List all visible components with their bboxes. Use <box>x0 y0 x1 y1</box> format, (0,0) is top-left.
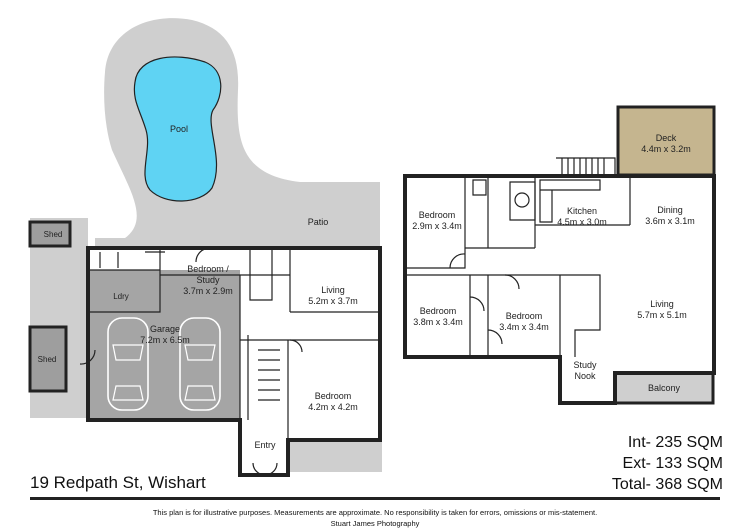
label-garage: Garage <box>150 324 180 334</box>
label-kitchen-dim: 4.5m x 3.0m <box>557 217 607 227</box>
garden-strip <box>290 438 382 472</box>
car-2 <box>179 317 221 411</box>
label-bedroom-a-dim: 2.9m x 3.4m <box>412 221 462 231</box>
label-bedroom-ground-dim: 4.2m x 4.2m <box>308 402 358 412</box>
balcony <box>613 371 715 405</box>
label-living-ground: Living <box>321 285 345 295</box>
label-living-ground-dim: 5.2m x 3.7m <box>308 296 358 306</box>
label-bedroom-c-dim: 3.4m x 3.4m <box>499 322 549 332</box>
label-entry: Entry <box>254 440 276 450</box>
label-living-upper-dim: 5.7m x 5.1m <box>637 310 687 320</box>
disclaimer: This plan is for illustrative purposes. … <box>152 508 598 517</box>
label-patio: Patio <box>308 217 329 227</box>
label-pool: Pool <box>170 124 188 134</box>
room-labels: Pool Patio Shed Shed Ldry Garage 7.2m x … <box>38 124 695 450</box>
label-dining-dim: 3.6m x 3.1m <box>645 216 695 226</box>
label-bed-study-dim: 3.7m x 2.9m <box>183 286 233 296</box>
area-stats: Int- 235 SQM Ext- 133 SQM Total- 368 SQM <box>612 432 723 495</box>
internal-area: Int- 235 SQM <box>627 434 723 451</box>
shed-top <box>28 220 72 248</box>
label-shed-bottom: Shed <box>38 355 57 364</box>
patio-area <box>95 18 380 248</box>
pool <box>133 56 222 202</box>
label-bedroom-b: Bedroom <box>420 306 457 316</box>
property-address: 19 Redpath St, Wishart <box>30 473 206 492</box>
total-area: Total- 368 SQM <box>611 476 723 493</box>
label-bedroom-a: Bedroom <box>419 210 456 220</box>
upper-floor <box>403 105 716 405</box>
label-bedroom-b-dim: 3.8m x 3.4m <box>413 317 463 327</box>
label-garage-dim: 7.2m x 6.5m <box>140 335 190 345</box>
label-kitchen: Kitchen <box>567 206 597 216</box>
shed-bottom <box>28 325 68 393</box>
divider <box>30 497 720 500</box>
label-bed-study: Bedroom / <box>187 264 229 274</box>
label-dining: Dining <box>657 205 683 215</box>
label-living-upper: Living <box>650 299 674 309</box>
label-shed-top: Shed <box>44 230 63 239</box>
external-area: Ext- 133 SQM <box>622 455 723 472</box>
label-bed-study-2: Study <box>196 275 220 285</box>
ground-floor <box>28 18 382 477</box>
floor-plan: Pool Patio Shed Shed Ldry Garage 7.2m x … <box>28 18 716 477</box>
label-study-nook: Study <box>573 360 597 370</box>
label-bedroom-c: Bedroom <box>506 311 543 321</box>
label-ldry: Ldry <box>113 292 129 301</box>
label-balcony: Balcony <box>648 383 681 393</box>
car-1 <box>107 317 149 411</box>
photographer-credit: Stuart James Photography <box>330 519 420 528</box>
label-deck: Deck <box>656 133 677 143</box>
label-deck-dim: 4.4m x 3.2m <box>641 144 691 154</box>
label-study-nook-2: Nook <box>574 371 596 381</box>
label-bedroom-ground: Bedroom <box>315 391 352 401</box>
